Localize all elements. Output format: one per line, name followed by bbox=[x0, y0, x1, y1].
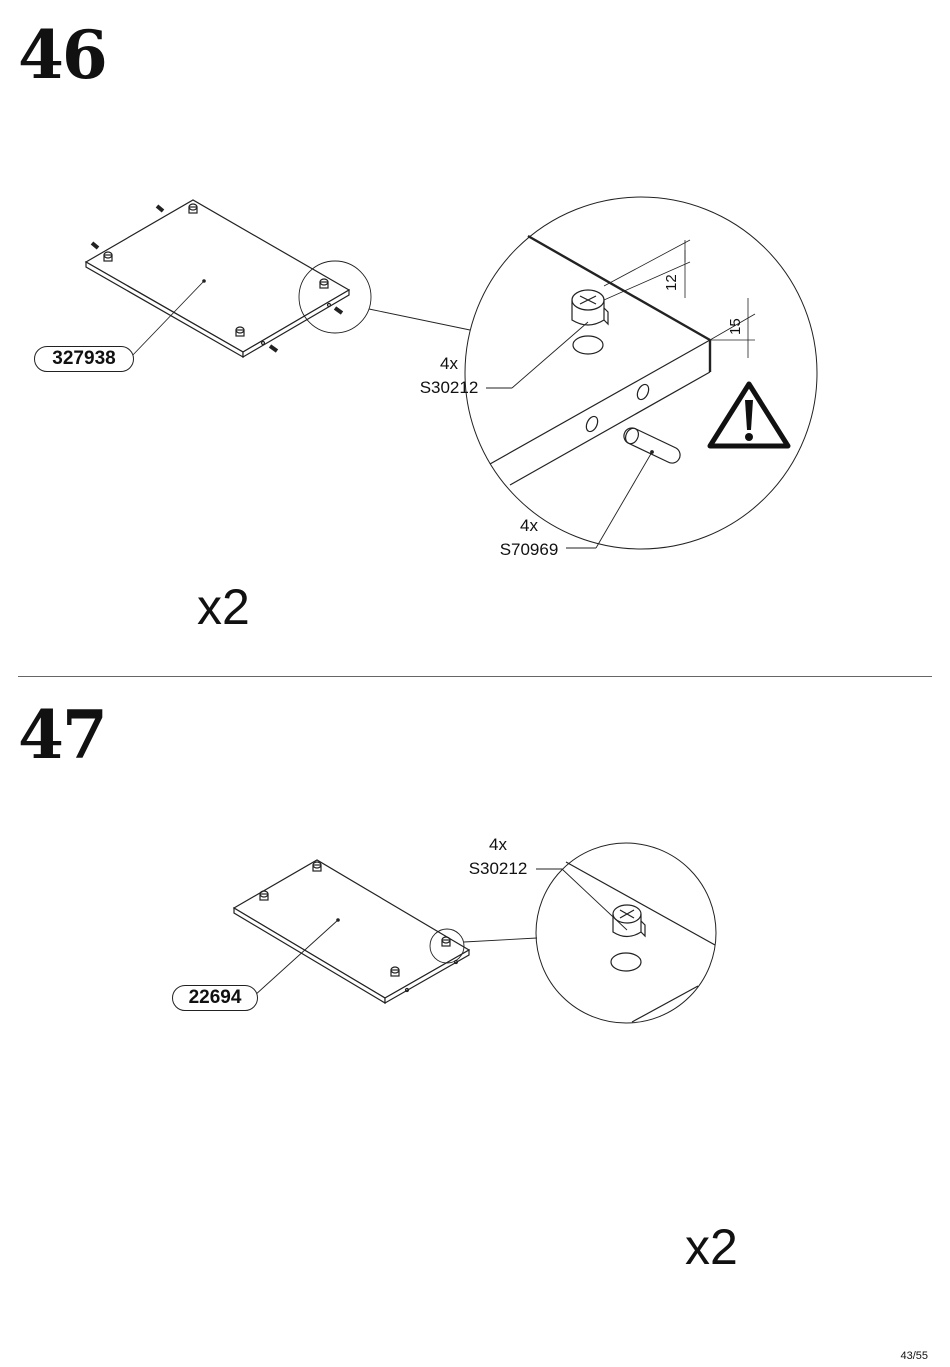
fitting-code-s30212: S30212 bbox=[419, 378, 479, 397]
fitting-qty: 4x bbox=[440, 354, 458, 373]
zoomed-panel-edge bbox=[565, 861, 716, 1023]
part-label-327938: 327938 bbox=[34, 346, 134, 372]
dimension-15: 15 bbox=[727, 318, 744, 335]
wooden-dowel-icon bbox=[90, 204, 344, 353]
step-number-47: 47 bbox=[18, 696, 108, 774]
warning-triangle-icon bbox=[707, 381, 791, 449]
fitting-code-s30212: S30212 bbox=[468, 859, 528, 878]
panel-22694-drawing bbox=[232, 859, 471, 1005]
zoomed-panel-edge bbox=[489, 234, 712, 486]
cam-lock-icon bbox=[571, 289, 609, 355]
part-label-22694: 22694 bbox=[172, 985, 258, 1011]
cam-lock-icon bbox=[610, 904, 646, 972]
wooden-dowel-icon bbox=[623, 427, 681, 464]
step-divider bbox=[18, 676, 932, 677]
panel-327938-drawing bbox=[84, 199, 351, 359]
cam-lock-icon bbox=[103, 203, 329, 337]
fitting-qty: 4x bbox=[489, 835, 507, 854]
cam-lock-icon bbox=[259, 861, 451, 977]
fitting-qty: 4x bbox=[520, 516, 538, 535]
fitting-code-s70969: S70969 bbox=[499, 540, 559, 559]
quantity-multiplier: x2 bbox=[197, 579, 250, 635]
step-number-46: 46 bbox=[18, 16, 108, 94]
dimension-12: 12 bbox=[663, 274, 680, 291]
quantity-multiplier: x2 bbox=[685, 1219, 738, 1275]
page-indicator: 43/55 bbox=[900, 1350, 928, 1362]
